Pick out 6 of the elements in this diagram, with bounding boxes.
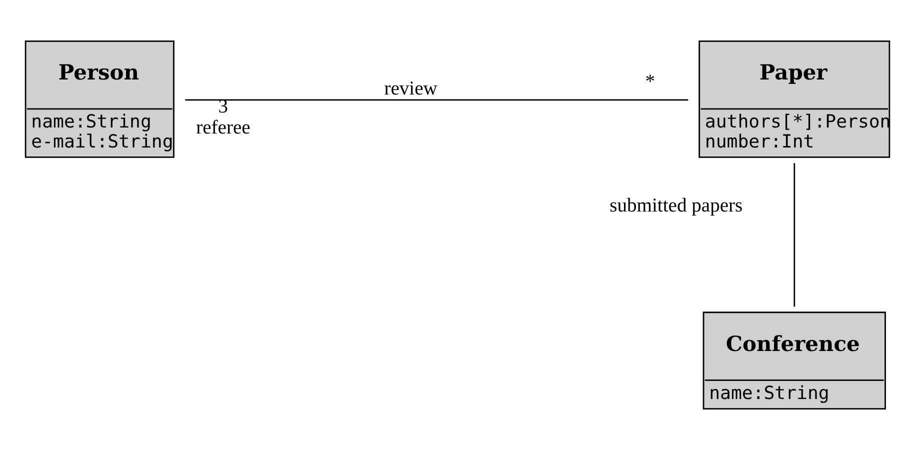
connector bbox=[794, 163, 796, 307]
label: submitted papers bbox=[610, 195, 743, 216]
label: referee bbox=[196, 117, 250, 138]
edge-label: review bbox=[384, 78, 438, 100]
connector bbox=[185, 99, 688, 101]
label: * bbox=[645, 71, 656, 92]
